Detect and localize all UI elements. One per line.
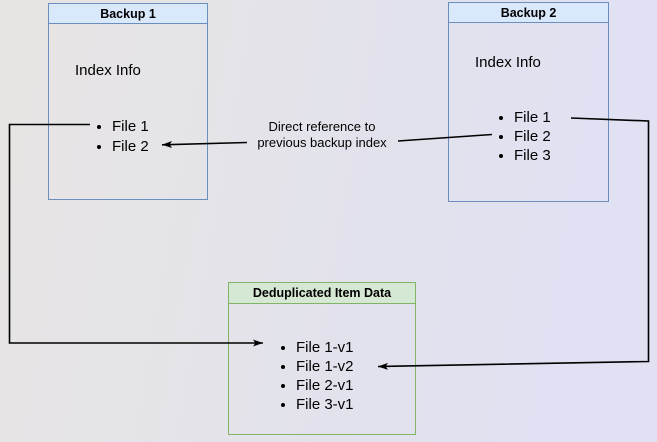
backup1-file-list: File 1 File 2 [95, 117, 149, 157]
dedup-file-list: File 1-v1 File 1-v2 File 2-v1 File 3-v1 [279, 338, 354, 414]
backup2-box[interactable]: Backup 2 Index Info File 1 File 2 File 3 [448, 2, 609, 202]
backup2-file-list: File 1 File 2 File 3 [497, 108, 551, 165]
backup2-file-1: File 1 [514, 108, 551, 127]
backup1-box[interactable]: Backup 1 Index Info File 1 File 2 [48, 3, 208, 200]
dedup-file-2-v1: File 2-v1 [296, 376, 354, 395]
backup1-header: Backup 1 [49, 4, 207, 24]
dedup-title: Deduplicated Item Data [252, 286, 392, 300]
backup2-title: Backup 2 [500, 5, 557, 20]
backup1-title: Backup 1 [100, 6, 156, 21]
backup1-file-2: File 2 [112, 137, 149, 157]
dedup-box[interactable]: Deduplicated Item Data File 1-v1 File 1-… [228, 282, 416, 435]
backup2-file-2: File 2 [514, 127, 551, 146]
backup1-file-1: File 1 [112, 117, 149, 137]
backup1-index-info-label: Index Info [75, 62, 141, 79]
dedup-file-1-v1: File 1-v1 [296, 338, 354, 357]
dedup-file-3-v1: File 3-v1 [296, 395, 354, 414]
backup2-header: Backup 2 [449, 3, 608, 23]
direct-reference-label-line2: previous backup index [257, 135, 387, 150]
dedup-file-1-v2: File 1-v2 [296, 357, 354, 376]
backup2-index-info-label: Index Info [475, 54, 541, 71]
direct-reference-label: Direct reference to previous backup inde… [247, 119, 397, 151]
backup2-file-3: File 3 [514, 146, 551, 165]
direct-reference-label-line1: Direct reference to [268, 119, 376, 134]
dedup-header: Deduplicated Item Data [229, 283, 415, 304]
